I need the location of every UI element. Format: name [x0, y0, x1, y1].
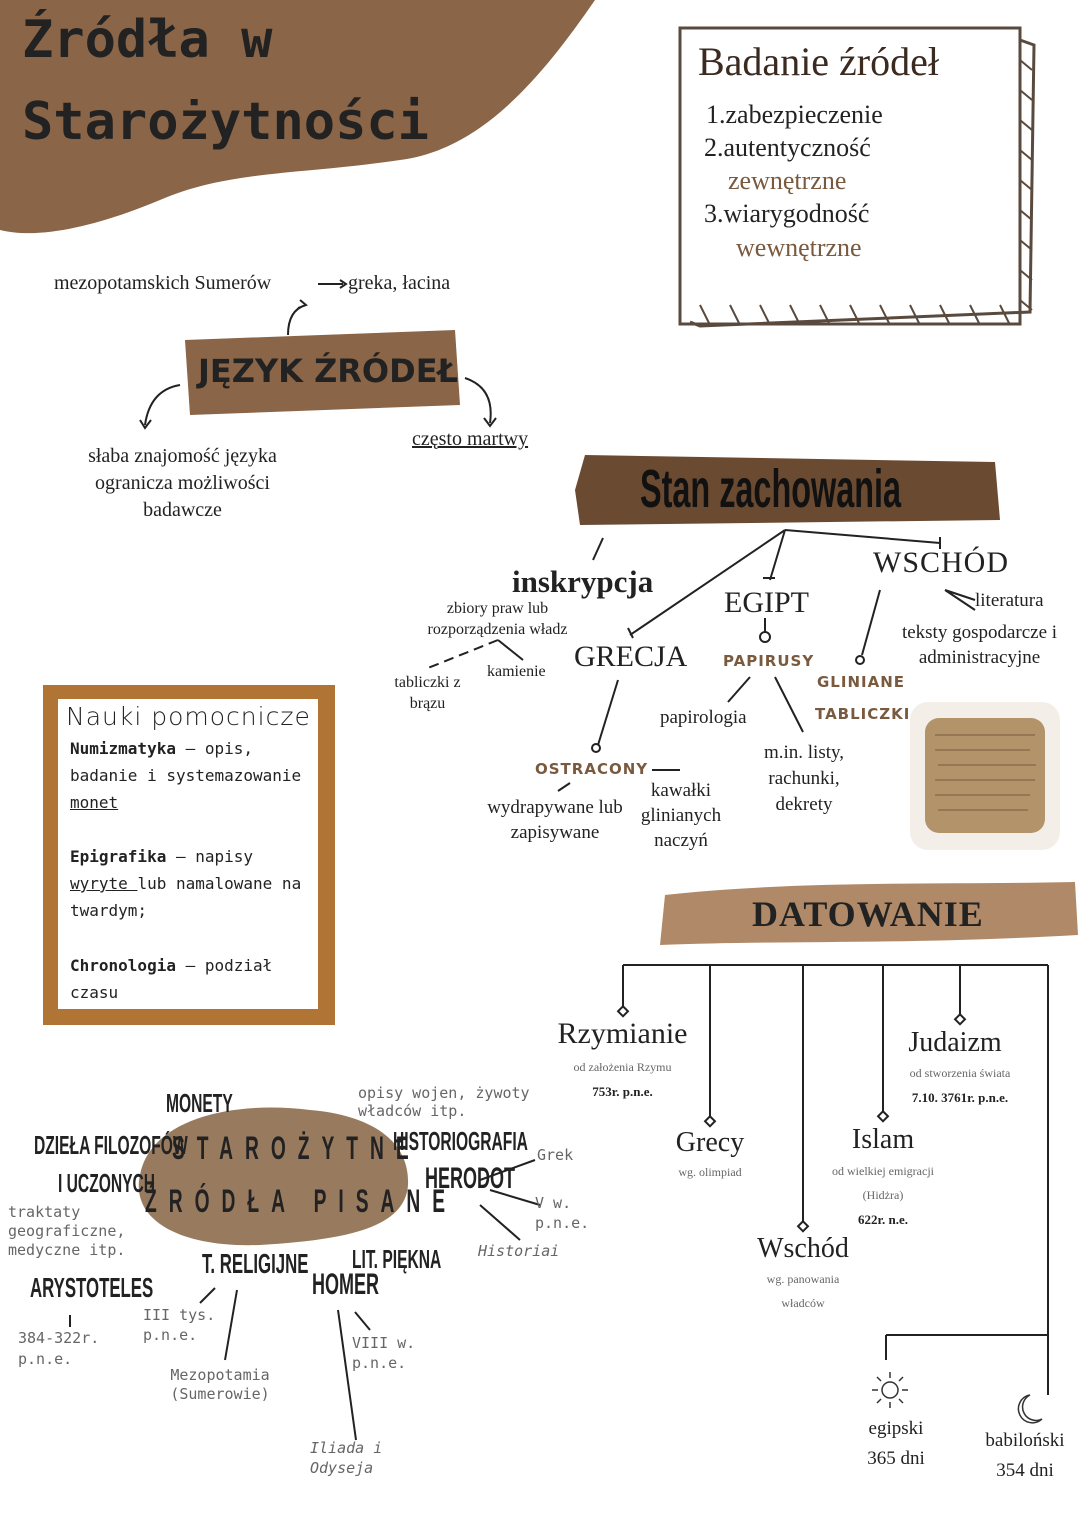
jezyk-top-target: greka, łacina [348, 272, 451, 294]
jezyk-banner [185, 330, 460, 415]
moon-icon [1017, 1394, 1043, 1424]
egipt: EGIPT [724, 586, 809, 619]
teksty-religijne: T. RELIGIJNE [202, 1248, 309, 1279]
literatura-piekna: LIT. PIĘKNA [352, 1244, 442, 1274]
jezyk-right-text: często martwy [412, 428, 529, 450]
nauki-desc-underline: monet [70, 793, 119, 812]
badanie-frame [678, 26, 1022, 326]
badanie-title: Badanie źródeł [698, 39, 939, 84]
wschod-name: Wschód [757, 1233, 849, 1264]
page-title-line1: Źródła w [22, 10, 273, 70]
egipt-listy: m.in. listy, rachunki, dekrety [763, 742, 845, 815]
judaizm-date: 7.10. 3761r. p.n.e. [911, 1090, 1009, 1105]
papirologia: papirologia [660, 707, 747, 728]
dziela-uczonych: I UCZONYCH [58, 1168, 156, 1198]
judaizm-desc: od stworzenia świata [909, 1066, 1011, 1080]
islam-desc: od wielkiej emigracji [832, 1164, 934, 1178]
ostracony: OSTRACONY [535, 760, 649, 778]
title-blob [0, 0, 595, 234]
tabliczki: TABLICZKI [815, 705, 911, 723]
rzym-name: Rzymianie [557, 1017, 688, 1050]
pisane-title-2: ŹRÓDŁA PISANE [145, 1183, 458, 1219]
kamienie: kamienie [487, 663, 546, 680]
egipski-days: 365 dni [867, 1448, 925, 1469]
nauki-name: Numizmatyka [70, 739, 176, 758]
clay-tablet-image [925, 718, 1045, 833]
datowanie-title: DATOWANIE [752, 894, 984, 934]
rzym-date: 753r. p.n.e. [592, 1084, 653, 1099]
pisane-blob [138, 1107, 409, 1246]
grecy-name: Grecy [675, 1127, 745, 1158]
page-title-line2: Starożytności [22, 92, 429, 152]
papirusy: PAPIRUSY [723, 652, 815, 670]
datowanie-banner [660, 882, 1078, 945]
stan-title: Stan zachowania [640, 459, 902, 519]
herodot-date: V w. p.n.e. [535, 1194, 590, 1232]
egipski-name: egipski [868, 1418, 924, 1439]
badanie-item-2: 2.autentyczność [704, 133, 871, 162]
pisane-title-1: STAROŻYTNE [172, 1130, 421, 1166]
jezyk-title: JĘZYK ŹRÓDEŁ [198, 352, 459, 390]
badanie-item-1: 1.zabezpieczenie [706, 100, 883, 129]
herodot-grek: Grek [537, 1146, 574, 1164]
grecy-desc: wg. olimpiad [678, 1165, 742, 1179]
islam-desc2: (Hidżra) [862, 1188, 904, 1202]
wschod: WSCHÓD [873, 546, 1010, 579]
historiografia: HISTORIOGRAFIA [393, 1126, 528, 1156]
nauki-item-chronologia: Chronologia – podział czasu [70, 952, 310, 1006]
jezyk-top-text: mezopotamskich Sumerów [54, 272, 272, 294]
badanie-item-3: 3.wiarygodność [704, 199, 870, 228]
nauki-desc: lub namalowane na twardym; [70, 874, 302, 920]
judaizm-name: Judaizm [908, 1027, 1002, 1058]
homer-date: VIII w. p.n.e. [352, 1334, 416, 1372]
arystoteles-date: 384-322r. p.n.e. [18, 1329, 100, 1368]
islam-name: Islam [851, 1124, 915, 1155]
tabliczki-z-brazu: tabliczki z brązu [394, 674, 461, 712]
inskrypcja: inskrypcja [512, 564, 654, 599]
wschod-desc: wg. panowania władców [766, 1272, 840, 1310]
badanie-item-3-type: wewnętrzne [736, 233, 862, 262]
nauki-desc: – napisy [166, 847, 254, 866]
nauki-desc: – opis, badanie i systemazowanie [70, 739, 302, 785]
stan-banner [575, 455, 1000, 525]
badanie-item-2-type: zewnętrzne [728, 166, 847, 195]
nauki-name: Chronologia [70, 956, 176, 975]
literatura: literatura [975, 590, 1044, 611]
herodot: HERODOT [425, 1162, 515, 1195]
jezyk-left-text: słaba znajomość języka ogranicza możliwo… [88, 445, 277, 521]
arystoteles: ARYSTOTELES [30, 1272, 154, 1303]
ostracony-desc-2: kawałki glinianych naczyń [640, 780, 722, 851]
religijne-mezopotamia: Mezopotamia (Sumerowie) [170, 1366, 270, 1403]
historiografia-desc: opisy wojen, żywoty władców itp. [358, 1084, 530, 1120]
ostracony-desc-1: wydrapywane lub zapisywane [487, 797, 623, 843]
nauki-desc-underline: wyryte [70, 874, 138, 893]
inskrypcja-desc: zbiory praw lub rozporządzenia władz [427, 600, 568, 638]
nauki-item-numizmatyka: Numizmatyka – opis, badanie i systemazow… [70, 735, 310, 816]
nauki-name: Epigrafika [70, 847, 167, 866]
historiai: Historiai [478, 1242, 560, 1260]
nauki-desc: – podział czasu [70, 956, 273, 1002]
teksty-gospodarcze: teksty gospodarcze i administracyjne [901, 622, 1058, 668]
traktaty: traktaty geograficzne, medyczne itp. [8, 1203, 126, 1259]
nauki-title: Nauki pomocnicze [66, 702, 311, 731]
nauki-item-epigrafika: Epigrafika – napisy wyryte lub namalowan… [70, 843, 310, 924]
monety: MONETY [166, 1088, 233, 1118]
babilonski-days: 354 dni [996, 1460, 1054, 1481]
grecja: GRECJA [574, 640, 688, 673]
religijne-date: III tys. p.n.e. [143, 1306, 216, 1344]
dziela-filozofow: DZIEŁA FILOZOFÓW [34, 1130, 188, 1160]
homer: HOMER [312, 1268, 380, 1301]
rzym-desc: od założenia Rzymu [573, 1060, 672, 1074]
homer-works: Iliada i Odyseja [310, 1439, 383, 1477]
babilonski-name: babiloński [985, 1430, 1065, 1451]
gliniane: GLINIANE [817, 673, 905, 691]
islam-date: 622r. n.e. [857, 1212, 909, 1227]
sun-icon [872, 1372, 908, 1408]
